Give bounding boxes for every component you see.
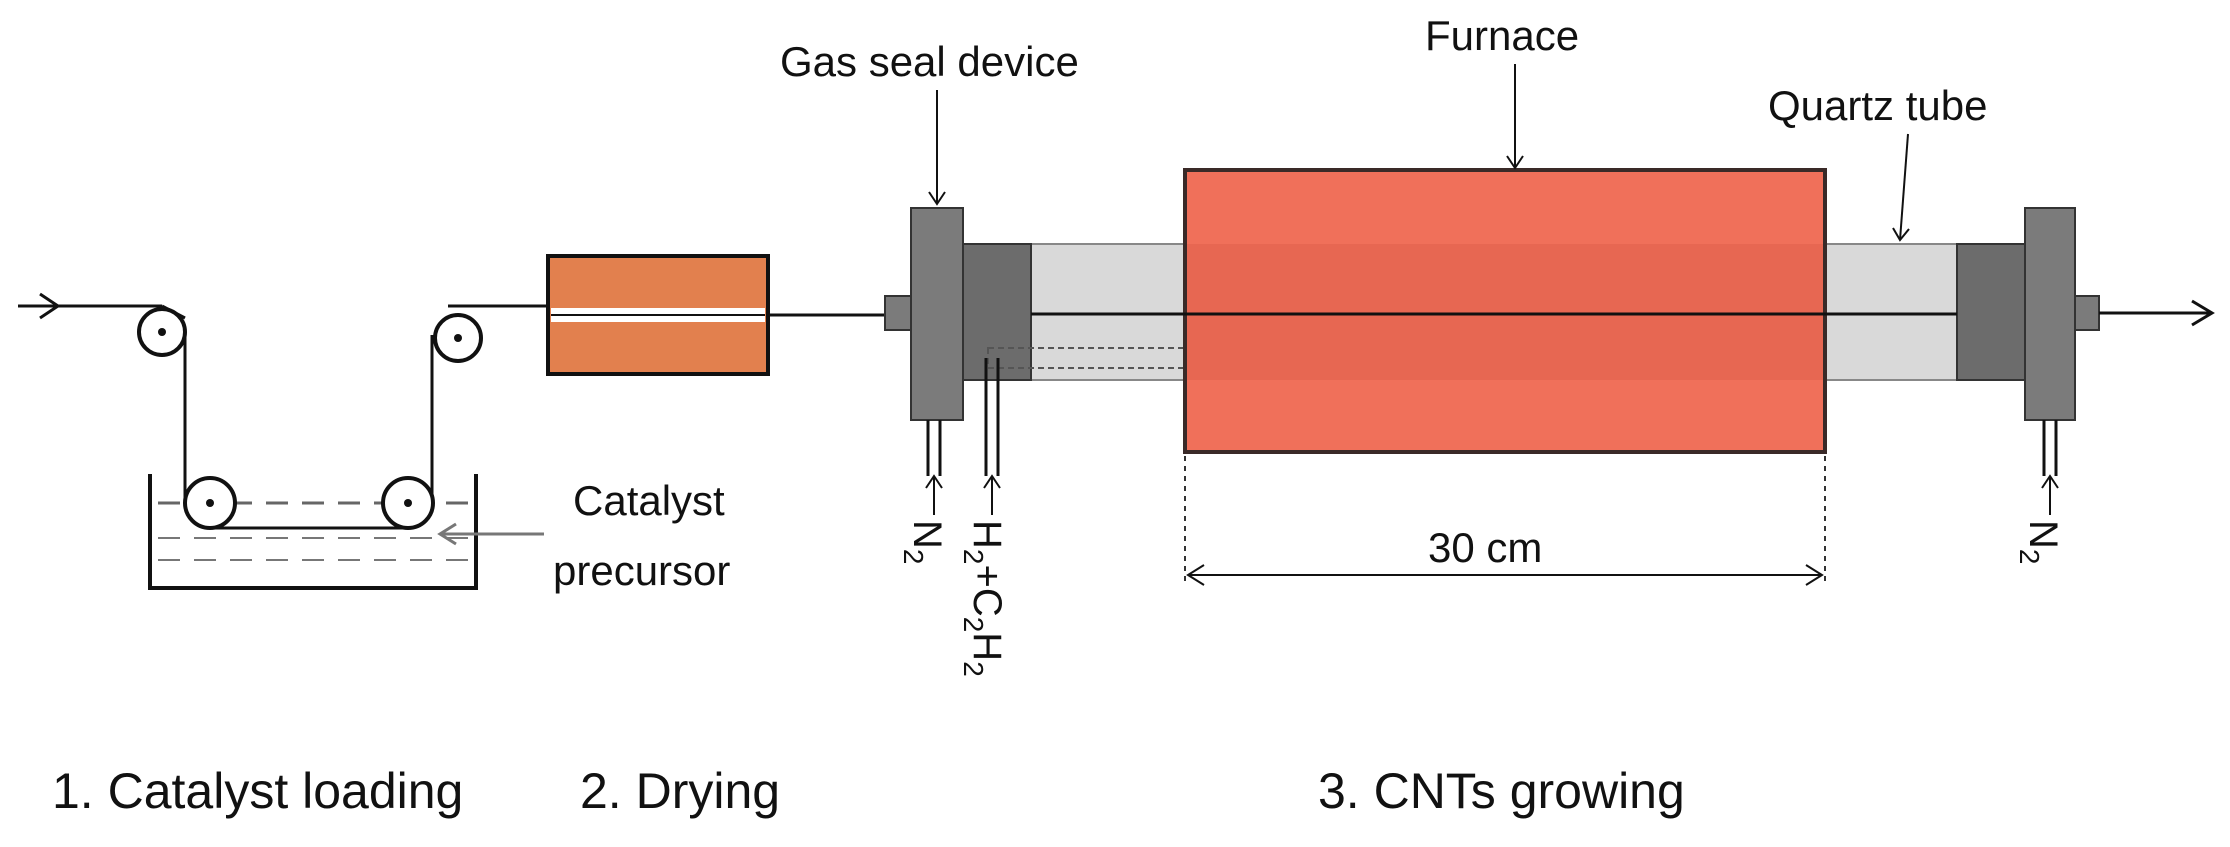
right-seal-nozzle — [2074, 295, 2100, 331]
stage-labels: 1. Catalyst loading 2. Drying 3. CNTs gr… — [52, 763, 1685, 819]
left-n2-label: N2 — [898, 520, 949, 564]
tube-inside-furnace — [1187, 244, 1823, 380]
process-gas-arrowhead — [983, 474, 1001, 489]
drying-unit — [546, 254, 885, 376]
fiber-outlet-arrowhead — [2191, 299, 2215, 327]
dimension-label: 30 cm — [1428, 524, 1542, 571]
stage2-label: 2. Drying — [580, 763, 780, 819]
roller — [381, 476, 435, 530]
quartz-tube-pointer — [1899, 133, 1909, 241]
catalyst-bath — [148, 474, 478, 590]
furnace-length-dimension: 30 cm — [1184, 456, 1826, 586]
catalyst-precursor-label-line1: Catalyst — [573, 477, 725, 524]
right-n2-label: N2 — [2014, 520, 2065, 564]
process-gas-label: H2+C2H2 — [958, 520, 1009, 677]
gas-injection-pipe — [987, 347, 1207, 369]
catalyst-precursor-arrowhead — [437, 522, 457, 546]
left-gas-seal-plug — [962, 243, 1032, 381]
left-n2-arrowhead — [925, 474, 943, 489]
left-gas-seal-flange — [910, 207, 964, 421]
gas-seal-device-label: Gas seal device — [780, 38, 1079, 85]
dimension-arrowhead-right — [1805, 564, 1824, 586]
stage3-label: 3. CNTs growing — [1318, 763, 1685, 819]
stage1-label: 1. Catalyst loading — [52, 763, 463, 819]
gas-seal-arrowhead — [928, 191, 946, 206]
roller — [137, 307, 187, 357]
fiber-inlet-arrowhead — [39, 292, 61, 320]
dimension-arrowhead-left — [1186, 564, 1205, 586]
right-gas-seal-plug — [1956, 243, 2026, 381]
cvd-reactor: N2 H2+C2H2 N2 — [884, 168, 2215, 677]
quartz-tube-label: Quartz tube — [1768, 82, 1987, 129]
catalyst-loading-unit: Catalyst precursor — [18, 292, 730, 594]
callouts: Gas seal device Furnace Quartz tube — [780, 12, 1987, 242]
roller — [183, 476, 237, 530]
right-n2-arrowhead — [2041, 474, 2059, 489]
quartz-tube-arrowhead — [1892, 227, 1910, 242]
catalyst-precursor-label-line2: precursor — [553, 547, 730, 594]
roller — [433, 313, 483, 363]
furnace-arrowhead — [1506, 155, 1524, 170]
right-gas-seal-flange — [2024, 207, 2076, 421]
furnace-label: Furnace — [1425, 12, 1579, 59]
